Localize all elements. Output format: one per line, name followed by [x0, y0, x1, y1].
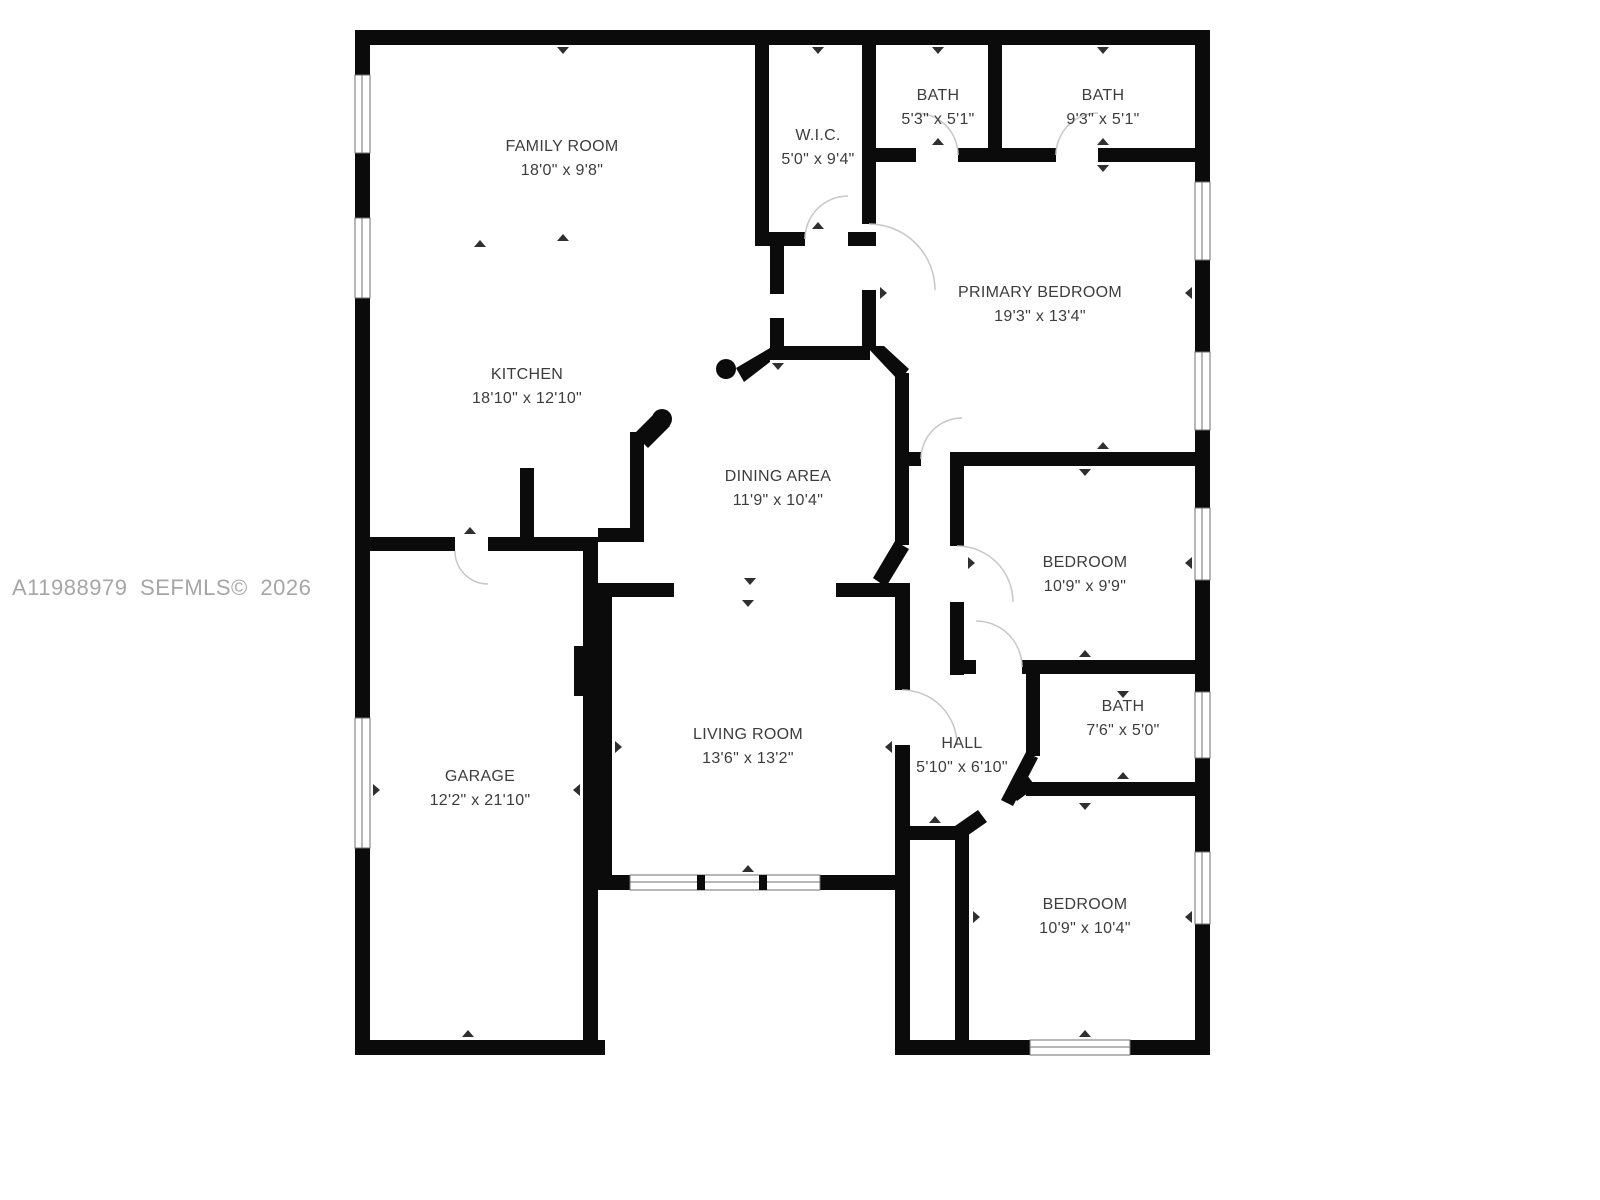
watermark-text: A11988979 SEFMLS© 2026	[12, 575, 312, 600]
room-dims: 13'6" x 13'2"	[702, 750, 794, 767]
room-label-primary-bedroom: PRIMARY BEDROOM 19'3" x 13'4"	[958, 281, 1122, 329]
room-dims: 12'2" x 21'10"	[429, 792, 531, 809]
door-arcs	[454, 112, 1099, 746]
room-dims: 5'3" x 5'1"	[901, 111, 975, 128]
room-name: GARAGE	[444, 768, 516, 785]
room-label-kitchen: KITCHEN 18'10" x 12'10"	[472, 363, 582, 411]
room-label-bath-2: BATH 9'3" x 5'1"	[1066, 84, 1139, 132]
room-label-bedroom-1: BEDROOM 10'9" x 9'9"	[1043, 551, 1128, 599]
room-dims: 18'0" x 9'8"	[520, 162, 604, 179]
room-name: W.I.C.	[795, 127, 841, 144]
room-name: LIVING ROOM	[693, 726, 803, 743]
room-label-bath-1: BATH 5'3" x 5'1"	[901, 84, 974, 132]
room-label-dining-area: DINING AREA 11'9" x 10'4"	[725, 465, 831, 513]
room-name: FAMILY ROOM	[505, 138, 619, 155]
room-dims: 5'10" x 6'10"	[916, 759, 1008, 776]
room-name: HALL	[941, 735, 983, 752]
room-label-family-room: FAMILY ROOM 18'0" x 9'8"	[506, 135, 619, 183]
room-dims: 5'0" x 9'4"	[781, 151, 855, 168]
room-name: BATH	[916, 87, 960, 104]
room-label-bath-3: BATH 7'6" x 5'0"	[1086, 695, 1159, 743]
room-name: DINING AREA	[724, 468, 832, 485]
room-name: PRIMARY BEDROOM	[958, 284, 1122, 301]
room-label-garage: GARAGE 12'2" x 21'10"	[430, 765, 531, 813]
windows	[354, 74, 1211, 1056]
room-dims: 10'9" x 9'9"	[1043, 578, 1127, 595]
room-dims: 7'6" x 5'0"	[1086, 722, 1160, 739]
room-name: KITCHEN	[490, 366, 564, 383]
room-dims: 10'9" x 10'4"	[1039, 920, 1131, 937]
room-label-wic: W.I.C. 5'0" x 9'4"	[781, 124, 854, 172]
room-name: BEDROOM	[1042, 554, 1128, 571]
room-dims: 11'9" x 10'4"	[732, 492, 824, 509]
dimension-ticks	[373, 47, 1192, 1037]
room-dims: 18'10" x 12'10"	[471, 390, 583, 407]
room-name: BATH	[1101, 698, 1145, 715]
room-label-living-room: LIVING ROOM 13'6" x 13'2"	[693, 723, 803, 771]
room-dims: 9'3" x 5'1"	[1066, 111, 1140, 128]
room-name: BEDROOM	[1042, 896, 1128, 913]
room-label-hall: HALL 5'10" x 6'10"	[916, 732, 1008, 780]
room-dims: 19'3" x 13'4"	[994, 308, 1086, 325]
room-label-bedroom-2: BEDROOM 10'9" x 10'4"	[1039, 893, 1131, 941]
room-name: BATH	[1081, 87, 1125, 104]
